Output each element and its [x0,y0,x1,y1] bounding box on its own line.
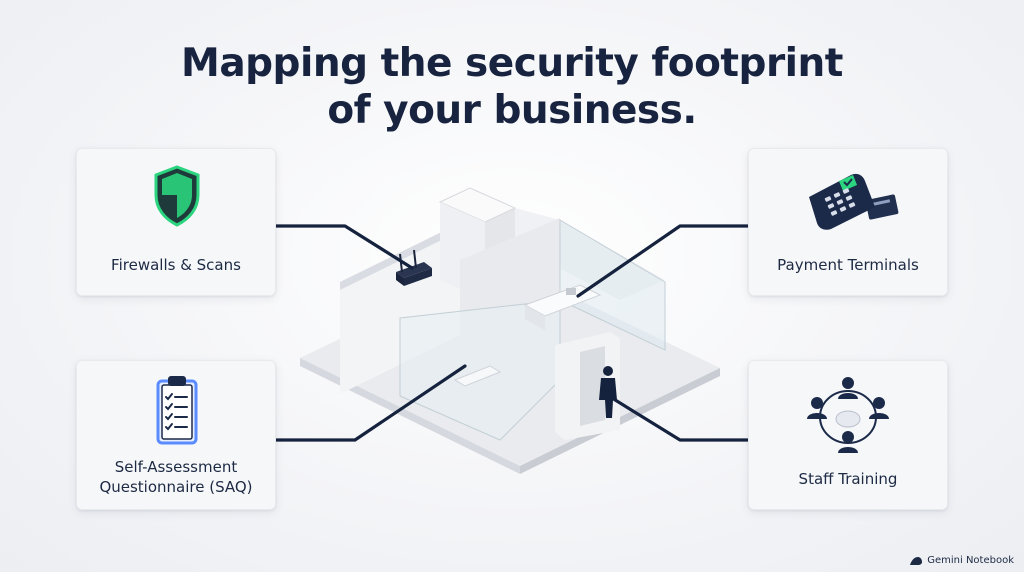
router-front [404,268,432,286]
connector-training [610,396,750,442]
card-payment: Payment Terminals [748,148,948,296]
team-circle-icon [807,377,889,453]
router-top [396,262,432,278]
counter-front [525,305,545,330]
entrance-door [580,346,605,426]
card-saq: Self-Assessment Questionnaire (SAQ) [76,360,276,510]
saq-label-line-2: Questionnaire (SAQ) [99,478,253,496]
clipboard-checklist-icon [156,376,198,445]
firewalls-label: Firewalls & Scans [111,256,241,274]
back-left-wall-top [340,218,470,290]
person-head [603,366,613,376]
payment-label: Payment Terminals [777,256,919,274]
page-title: Mapping the security footprint of your b… [0,40,1024,134]
saq-label-line-1: Self-Assessment [114,458,238,476]
payment-terminal-icon [809,173,899,230]
router-antenna-2 [413,249,417,269]
notebook-logo-icon [910,556,923,565]
footer-brand: Gemini Notebook [909,555,1014,566]
connector-payment [576,224,750,298]
training-label: Staff Training [798,470,898,488]
shield-icon [154,165,200,227]
person-body [599,378,617,418]
connector-firewalls [274,224,414,270]
router-antenna-1 [399,253,403,273]
footer-brand-label: Gemini Notebook [927,555,1014,566]
building-base-edge-left [300,358,520,474]
card-training: Staff Training [748,360,948,510]
router-side [396,272,404,286]
card-firewalls: Firewalls & Scans [76,148,276,296]
title-line-1: Mapping the security footprint [181,41,843,86]
title-line-2: of your business. [327,88,697,133]
connector-saq [274,364,467,442]
office-desk [453,365,502,387]
back-left-wall [340,218,470,394]
terminal-miniature [566,288,576,295]
